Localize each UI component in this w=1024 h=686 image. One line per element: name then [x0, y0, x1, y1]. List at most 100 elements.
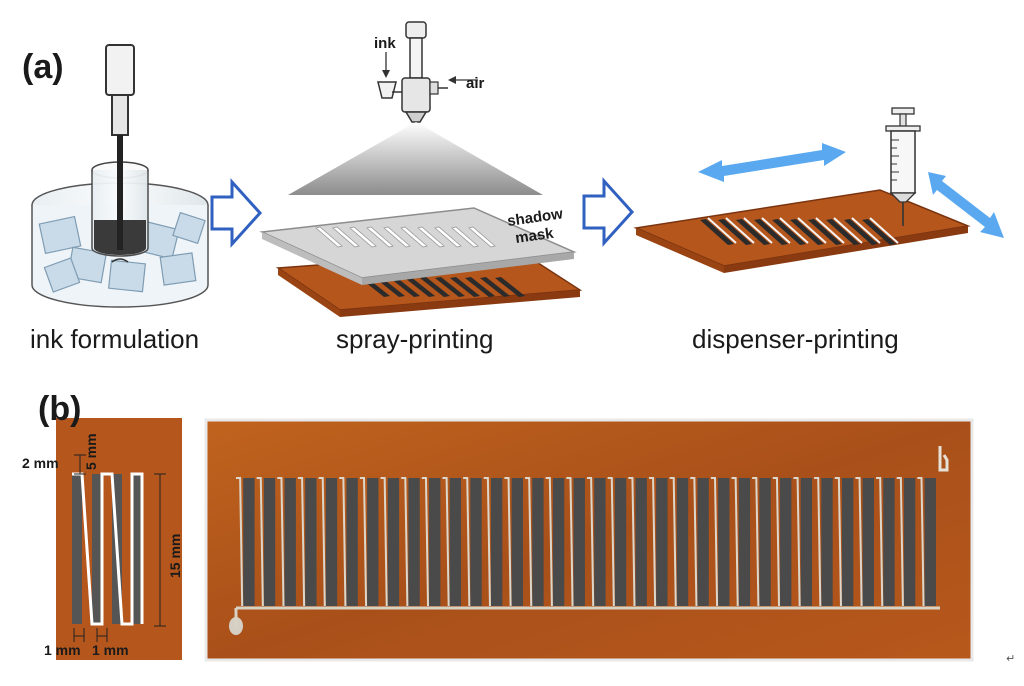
dispenser-line [761, 217, 791, 244]
spray-stripe [480, 277, 510, 297]
beaker-with-ice-icon [31, 44, 209, 308]
air-label: air [466, 75, 485, 92]
photo-printed-line [545, 477, 553, 607]
photo-printed-line [236, 477, 244, 607]
photo-printed-line [483, 477, 491, 607]
dispenser-stripe [790, 219, 824, 245]
dispenser-line [833, 217, 863, 244]
photo-dark-leg [490, 478, 503, 606]
photo-dark-leg [449, 478, 462, 606]
photo-dark-leg [387, 478, 400, 606]
dispenser-stripe [718, 219, 752, 245]
dispenser-stripe [772, 219, 806, 245]
photo-printed-line [793, 477, 801, 607]
photo-printed-line [525, 477, 533, 607]
dimension-top-label: 5 mm [83, 433, 99, 470]
dispenser-line [779, 217, 809, 244]
right-hollow-arrow-icon [210, 178, 263, 248]
printed-device-photo [204, 418, 974, 662]
svg-text:↵: ↵ [1006, 652, 1015, 665]
photo-dark-leg [676, 478, 689, 606]
photo-dark-leg [924, 478, 936, 606]
dispenser-stripe [700, 219, 734, 245]
photo-printed-line [834, 477, 842, 607]
photo-dark-leg [325, 478, 338, 606]
spray-stripe [495, 277, 525, 297]
dispenser-line [797, 217, 827, 244]
photo-dark-leg [656, 478, 668, 606]
dispenser-stripe [862, 219, 896, 245]
spray-stripe [450, 277, 480, 297]
dispenser-line [725, 217, 755, 244]
dispenser-stripe-group [700, 217, 899, 245]
photo-dark-leg [759, 478, 771, 606]
dispenser-stripe [736, 219, 770, 245]
double-headed-arrow-icon [928, 172, 1004, 238]
syringe-icon [885, 107, 921, 226]
spray-stripe [435, 277, 465, 297]
photo-printed-line [648, 477, 657, 607]
photo-dark-leg [408, 478, 420, 606]
photo-printed-line [297, 477, 306, 607]
photo-dark-leg [841, 478, 854, 606]
photo-dark-leg [532, 478, 544, 606]
photo-printed-line [504, 477, 512, 607]
photo-printed-line [401, 477, 409, 607]
photo-dark-leg [821, 478, 833, 606]
dispenser-stripe [826, 219, 860, 245]
dispenser-line [815, 217, 845, 244]
photo-printed-line [876, 477, 884, 607]
photo-printed-line [607, 477, 615, 607]
photo-dark-leg [263, 478, 276, 606]
photo-printed-line [731, 477, 739, 607]
photo-printed-line [855, 477, 863, 607]
photo-dark-leg [718, 478, 730, 606]
photo-dark-leg [614, 478, 627, 606]
photo-printed-line [628, 477, 636, 607]
dimension-width-left-label: 1 mm [44, 642, 81, 658]
spray-stripe [420, 277, 450, 297]
mask-slot [315, 226, 343, 248]
spray-cone [288, 122, 543, 195]
mask-slot [417, 226, 445, 248]
photo-dark-leg [738, 478, 751, 606]
photo-printed-line [339, 477, 347, 607]
photo-dark-leg [367, 478, 379, 606]
photo-printed-line [359, 477, 368, 607]
right-hollow-arrow-icon [582, 177, 635, 247]
dimension-lines [73, 454, 166, 642]
photo-printed-line [896, 477, 904, 607]
photo-dark-leg [429, 478, 441, 606]
photo-printed-line [318, 477, 326, 607]
mask-slot [400, 226, 428, 248]
photo-printed-line [752, 477, 760, 607]
panel-a-label: (a) [22, 48, 64, 86]
mask-slot [383, 226, 411, 248]
spray-stripe [465, 277, 495, 297]
photo-dark-leg [470, 478, 482, 606]
dimension-width-right-label: 1 mm [92, 642, 129, 658]
photo-printed-line [463, 477, 471, 607]
schematic-trace-group [72, 472, 144, 626]
photo-printed-line [772, 477, 781, 607]
schematic-dark-leg [72, 474, 82, 624]
photo-printed-line [442, 477, 450, 607]
photo-dark-leg [594, 478, 606, 606]
photo-dark-leg [552, 478, 565, 606]
photo-dark-leg [635, 478, 647, 606]
photo-dark-leg [903, 478, 916, 606]
photo-dark-leg [780, 478, 792, 606]
photo-printed-line [710, 477, 719, 607]
photo-dark-leg [883, 478, 895, 606]
dispenser-stripe [754, 219, 788, 245]
photo-dark-leg [511, 478, 523, 606]
dispenser-line [851, 217, 881, 244]
step-label-dispenser-printing: dispenser-printing [692, 324, 899, 354]
mask-slot [451, 226, 479, 248]
schematic-dark-leg [132, 474, 142, 624]
mask-slot-group [315, 226, 496, 248]
dispenser-line [707, 217, 737, 244]
photo-dark-leg [243, 478, 255, 606]
mask-slot [366, 226, 394, 248]
mask-slot [332, 226, 360, 248]
